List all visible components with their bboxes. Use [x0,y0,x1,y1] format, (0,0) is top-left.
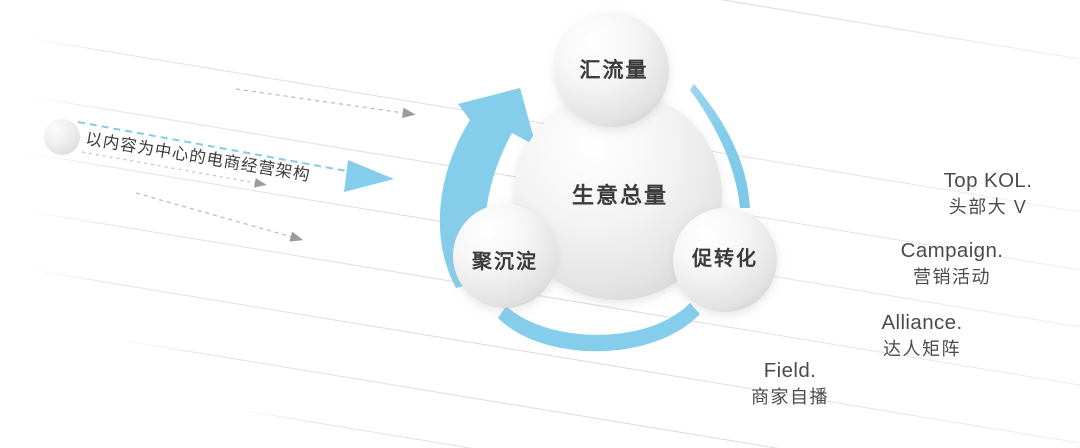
sphere-top [555,13,669,127]
dashed-arrow-main [77,121,394,192]
channel-label-en: Campaign. [900,239,1004,262]
dashed-arrow-bottom [135,192,304,242]
sphere-right-label: 促转化 [692,248,758,270]
dashed-arrow-lower-short [81,151,267,188]
channel-label-en: Field. [763,359,817,382]
sphere-center-label: 生意总量 [571,183,668,208]
sphere-right [673,208,777,312]
channel-label-alliance: Alliance. 达人矩阵 [832,310,1012,361]
channel-label-field: Field. 商家自播 [700,358,880,409]
channel-label-zh: 商家自播 [751,387,829,408]
sphere-left [453,204,557,308]
channel-label-top-kol: Top KOL. 头部大 V [898,168,1078,219]
blue-arc-right [690,84,750,208]
channel-label-campaign: Campaign. 营销活动 [862,238,1042,289]
sphere-top-label: 汇流量 [579,59,649,82]
sphere-center [514,92,722,300]
channel-label-en: Alliance. [881,311,963,334]
blue-arc-bottom [498,303,700,352]
channel-label-en: Top KOL. [943,169,1033,192]
origin-sphere [44,119,80,155]
channel-label-zh: 达人矩阵 [883,339,961,360]
channel-label-zh: 头部大 V [948,197,1028,218]
dashed-arrow-top [235,88,416,118]
channel-label-zh: 营销活动 [913,267,991,288]
sphere-left-label: 聚沉淀 [472,251,538,273]
